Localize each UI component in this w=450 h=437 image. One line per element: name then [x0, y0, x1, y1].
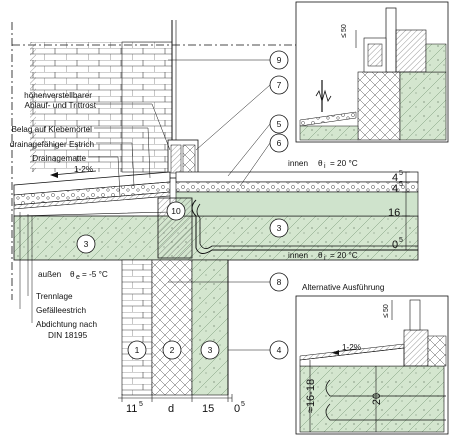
dimension-chain-bottom: 11 5 d 15 0 5 — [118, 394, 245, 415]
svg-text:4: 4 — [392, 183, 398, 195]
label-inside-upper-word: innen — [288, 159, 308, 168]
label-adjustable-drain-2: Ablauf- und Trittrost — [25, 101, 97, 110]
svg-text:3: 3 — [277, 223, 282, 233]
upper-wall-brick — [30, 42, 122, 172]
label-drainage-screed: drainagefähiger Estrich — [10, 140, 95, 149]
label-tile-covering: Belag auf Klebemörtel — [11, 125, 92, 134]
svg-text:8: 8 — [277, 277, 282, 287]
svg-text:15: 15 — [202, 403, 214, 415]
upper-wall-inner — [121, 41, 173, 173]
svg-text:50: 50 — [341, 24, 348, 32]
callout-10: 10 — [166, 201, 186, 221]
svg-text:0: 0 — [234, 403, 240, 415]
label-slope-main: 1-2% — [74, 165, 93, 174]
callout-1: 1 — [127, 340, 147, 360]
svg-text:10: 10 — [171, 206, 181, 216]
svg-text:5: 5 — [399, 170, 403, 177]
callout-5: 5 — [227, 114, 289, 177]
svg-text:11: 11 — [126, 403, 137, 415]
svg-text:4: 4 — [392, 172, 398, 184]
upper-wall-edge — [30, 42, 36, 172]
svg-text:1: 1 — [135, 345, 140, 355]
heating-pipe-loop — [191, 199, 418, 254]
svg-text:5: 5 — [399, 237, 403, 244]
label-separating-layer: Trennlage — [36, 292, 73, 301]
svg-text:50: 50 — [383, 304, 390, 312]
label-outside-value: = -5 °C — [82, 270, 108, 279]
label-slope-screed: Gefälleestrich — [36, 306, 87, 315]
svg-text:5: 5 — [139, 401, 143, 408]
leader-screed — [96, 142, 135, 187]
lower-wall-concrete — [191, 259, 229, 396]
svg-text:16: 16 — [388, 207, 400, 219]
callout-7: 7 — [195, 75, 289, 151]
label-slope-alt: 1-2% — [342, 343, 361, 352]
leader-drain — [96, 103, 171, 151]
lower-wall-brick — [121, 259, 153, 396]
svg-text:≤: ≤ — [381, 313, 390, 318]
svg-text:5: 5 — [241, 401, 245, 408]
label-waterproofing-1: Abdichtung nach — [36, 320, 97, 329]
callout-2: 2 — [162, 340, 182, 360]
label-inside-lower-value: = 20 °C — [330, 251, 358, 260]
svg-text:20: 20 — [371, 393, 383, 405]
svg-text:9: 9 — [277, 55, 282, 65]
svg-text:4: 4 — [277, 345, 282, 355]
svg-text:5: 5 — [399, 181, 403, 188]
label-inside-upper-theta: θ — [318, 159, 323, 168]
svg-text:≈16-18: ≈16-18 — [305, 379, 317, 413]
threshold-profile-b — [182, 144, 196, 174]
svg-text:≤: ≤ — [339, 33, 348, 38]
svg-text:d: d — [168, 403, 174, 415]
leader-mat — [88, 156, 121, 198]
callout-4: 4 — [228, 340, 289, 360]
callout-6: 6 — [239, 133, 289, 187]
interior-screed — [175, 181, 419, 193]
callout-3-left: 3 — [76, 234, 96, 254]
label-inside-lower-word: innen — [288, 251, 308, 260]
detail-inset-top: ≤ 50 — [295, 1, 449, 143]
interior-insulation — [175, 191, 419, 217]
svg-text:5: 5 — [277, 119, 282, 129]
leader-tile — [94, 127, 151, 179]
dimension-chain-right: 4 5 4 5 16 0 5 — [388, 170, 410, 251]
svg-text:3: 3 — [84, 239, 89, 249]
label-drainage-mat: Drainagematte — [32, 154, 86, 163]
callout-9: 9 — [168, 50, 289, 70]
label-inside-lower-sub: i — [324, 255, 326, 262]
label-waterproofing-2: DIN 18195 — [48, 331, 88, 340]
slope-arrow-line — [51, 170, 97, 176]
label-adjustable-drain-1: höhenverstellbarer — [24, 91, 92, 100]
label-outside-word: außen — [38, 270, 62, 279]
callout-3-bottom: 3 — [200, 340, 220, 360]
svg-text:7: 7 — [277, 80, 282, 90]
interior-floor-finish — [175, 171, 419, 183]
svg-text:6: 6 — [277, 138, 282, 148]
label-outside-theta: θ — [70, 270, 75, 279]
detail-inset-alternative: Alternative Ausführung 1-2% ≈16-18 20 ≤ … — [295, 283, 449, 435]
label-inside-upper-value: = 20 °C — [330, 159, 358, 168]
callout-3-right: 3 — [269, 218, 289, 238]
heating-pipe-loop-2 — [196, 203, 418, 249]
label-outside-sub: e — [76, 274, 80, 281]
lower-wall-insulation — [151, 259, 193, 396]
callout-8: 8 — [168, 272, 289, 292]
svg-text:0: 0 — [392, 239, 398, 251]
slope-arrow-head — [50, 172, 58, 178]
label-inside-upper-sub: i — [324, 163, 326, 170]
svg-text:2: 2 — [170, 345, 175, 355]
label-alternative-title: Alternative Ausführung — [302, 283, 385, 292]
threshold-profile-a — [170, 144, 182, 174]
svg-text:3: 3 — [208, 345, 213, 355]
label-inside-lower-theta: θ — [318, 251, 323, 260]
